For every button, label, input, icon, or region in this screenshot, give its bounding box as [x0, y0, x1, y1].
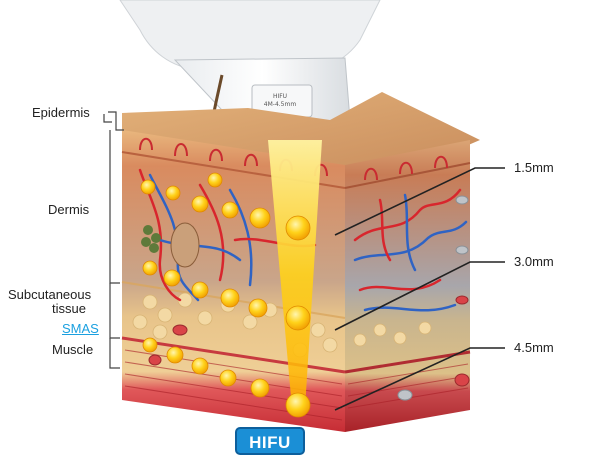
- probe-label-line1: HIFU: [272, 93, 288, 100]
- label-dermis: Dermis: [48, 202, 90, 217]
- layer-brackets: [103, 111, 124, 369]
- label-muscle: Muscle: [52, 342, 94, 357]
- depth-label-3-0mm: 3.0mm: [514, 254, 554, 269]
- label-subcutaneous-line2: tissue: [52, 301, 86, 316]
- hifu-energy-beam: [268, 140, 322, 408]
- label-epidermis: Epidermis: [32, 105, 90, 120]
- label-subcutaneous-line1: Subcutaneous: [8, 287, 92, 302]
- depth-label-4-5mm: 4.5mm: [514, 340, 554, 355]
- probe-label-line2: 4M-4.5mm: [263, 101, 297, 108]
- hifu-badge: HIFU: [235, 427, 305, 455]
- focal-points: [140, 172, 311, 418]
- depth-lines: [334, 167, 505, 411]
- probe-label: HIFU 4M-4.5mm: [255, 93, 305, 109]
- depth-label-1-5mm: 1.5mm: [514, 160, 554, 175]
- label-smas: SMAS: [62, 321, 99, 336]
